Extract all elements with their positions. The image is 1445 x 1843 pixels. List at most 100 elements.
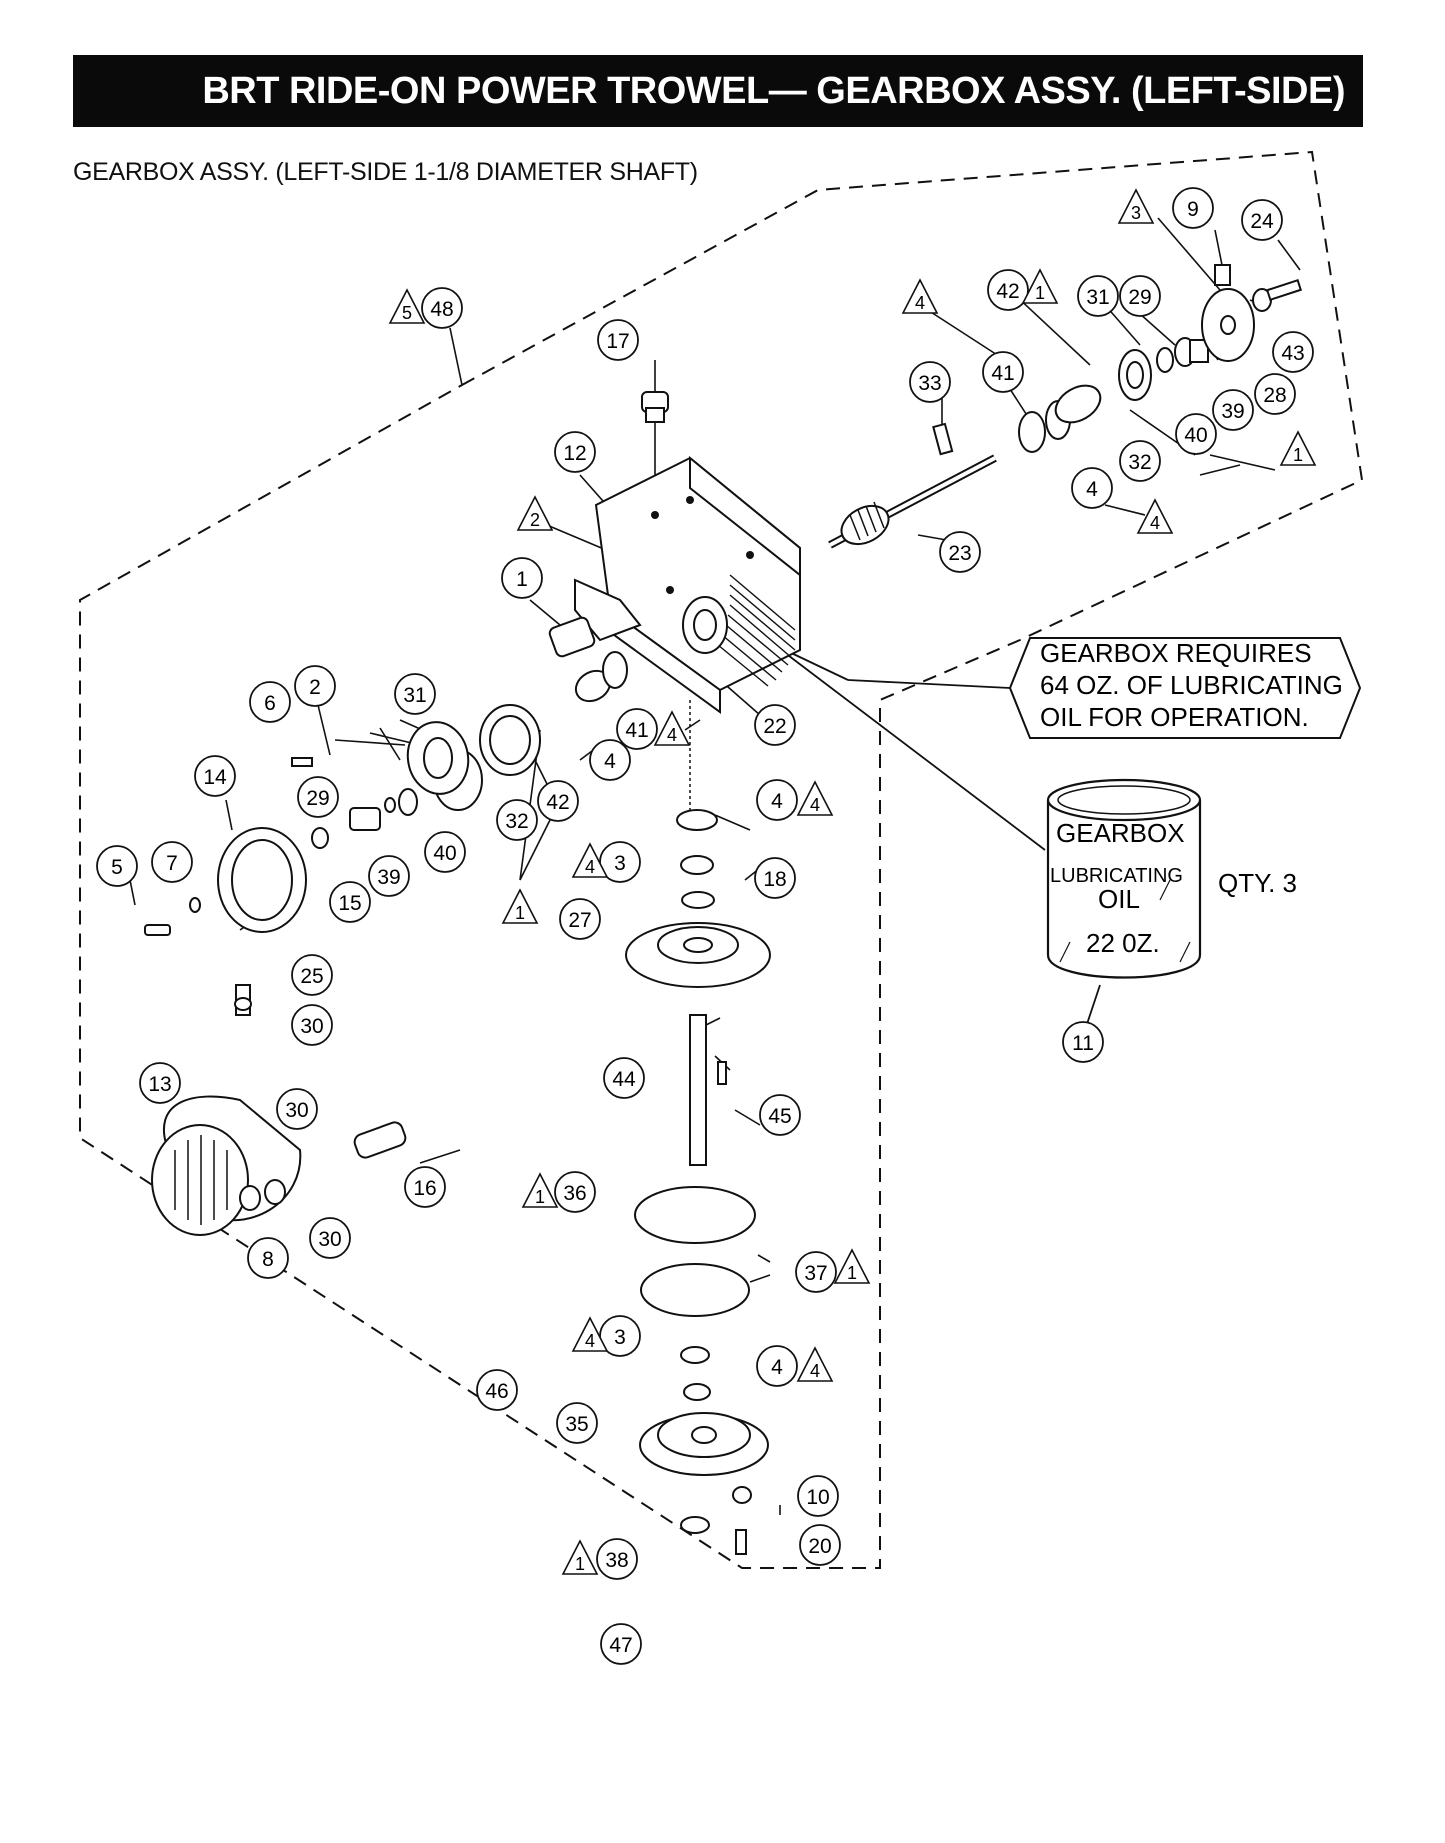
callout-number: 7 (166, 852, 178, 875)
callout-number: 17 (606, 330, 629, 353)
callout-4: 4 (589, 739, 631, 781)
callout-30: 30 (309, 1217, 351, 1259)
callout-number: 4 (771, 790, 783, 813)
callout-30: 30 (291, 1004, 333, 1046)
callout-39: 39 (1212, 389, 1254, 431)
callout-29: 29 (297, 776, 339, 818)
callout-32: 32 (496, 799, 538, 841)
callout-24: 24 (1241, 199, 1283, 241)
callout-number: 31 (403, 684, 426, 707)
note-triangle-4: 4 (571, 1316, 609, 1352)
callout-circle (1272, 331, 1314, 373)
callout-number: 3 (614, 852, 626, 875)
note-triangle-1: 1 (1279, 430, 1317, 466)
callout-number: 11 (1072, 1032, 1094, 1055)
triangle-number: 4 (667, 725, 677, 745)
callout-40: 40 (424, 831, 466, 873)
callout-circle (294, 665, 336, 707)
gearbox-housing (574, 455, 801, 714)
callout-circle (596, 1538, 638, 1580)
callout-number: 4 (604, 750, 616, 773)
callout-41: 41 (982, 351, 1024, 393)
callout-circle (799, 1524, 841, 1566)
left-side-parts (144, 651, 628, 1016)
callout-20: 20 (799, 1524, 841, 1566)
triangle-number: 4 (1150, 513, 1160, 533)
callout-circle (1062, 1021, 1104, 1063)
callout-number: 40 (1184, 424, 1207, 447)
callout-circle (394, 673, 436, 715)
callout-number: 10 (806, 1486, 829, 1509)
callout-44: 44 (603, 1057, 645, 1099)
note-line-2: 64 OZ. OF LUBRICATING (1040, 670, 1343, 700)
triangle-shape (1279, 430, 1317, 466)
callout-number: 18 (763, 868, 786, 891)
callout-48: 48 (421, 287, 463, 329)
triangle-number: 4 (810, 1361, 820, 1381)
note-triangle-1: 1 (833, 1248, 871, 1284)
callout-circle (1254, 373, 1296, 415)
callout-38: 38 (596, 1538, 638, 1580)
callout-number: 2 (309, 676, 321, 699)
triangle-number: 1 (515, 903, 525, 923)
callout-circle (554, 431, 596, 473)
callout-circle (987, 269, 1029, 311)
callout-4: 4 (756, 1345, 798, 1387)
note-triangle-1: 1 (521, 1172, 559, 1208)
callout-number: 41 (625, 719, 648, 742)
callout-18: 18 (754, 857, 796, 899)
oil-can-line1: LUBRICATING (1050, 865, 1183, 887)
callout-number: 42 (546, 791, 569, 814)
callout-number: 31 (1086, 286, 1109, 309)
callout-35: 35 (556, 1402, 598, 1444)
triangle-shape (833, 1248, 871, 1284)
callout-number: 37 (804, 1262, 827, 1285)
worm-gear-left (548, 616, 596, 658)
triangle-shape (521, 1172, 559, 1208)
callout-4: 4 (1071, 467, 1113, 509)
callout-number: 4 (1086, 478, 1098, 501)
callout-circle (404, 1166, 446, 1208)
callout-number: 15 (338, 892, 361, 915)
callout-circle (368, 855, 410, 897)
callout-number: 8 (262, 1248, 274, 1271)
triangle-number: 4 (585, 857, 595, 877)
callout-circle (589, 739, 631, 781)
callout-circle (247, 1237, 289, 1279)
callout-number: 32 (1128, 451, 1151, 474)
callout-circle (309, 1217, 351, 1259)
callout-circle (1241, 199, 1283, 241)
triangle-shape (653, 710, 691, 746)
callout-41: 41 (616, 708, 658, 750)
triangle-shape (501, 888, 539, 924)
callout-number: 3 (614, 1326, 626, 1349)
callout-42: 42 (987, 269, 1029, 311)
callout-circle (476, 1369, 518, 1411)
triangle-shape (561, 1539, 599, 1575)
oil-can-volume: 22 0Z. (1086, 928, 1160, 958)
note-triangle-1: 1 (1021, 268, 1059, 304)
triangle-shape (571, 1316, 609, 1352)
callout-number: 4 (771, 1356, 783, 1379)
callout-circle (249, 681, 291, 723)
callout-10: 10 (797, 1475, 839, 1517)
callout-circle (329, 881, 371, 923)
callout-number: 22 (763, 715, 786, 738)
callout-circle (1119, 440, 1161, 482)
callout-number: 46 (485, 1380, 508, 1403)
callout-number: 30 (285, 1099, 308, 1122)
vertical-shaft-stack (625, 700, 771, 1555)
note-triangle-1: 1 (501, 888, 539, 924)
triangle-number: 1 (535, 1187, 545, 1207)
callout-circle (1119, 275, 1161, 317)
callout-number: 39 (377, 866, 400, 889)
callout-circle (291, 954, 333, 996)
callout-6: 6 (249, 681, 291, 723)
callout-40: 40 (1175, 413, 1217, 455)
callout-4: 4 (756, 779, 798, 821)
note-triangle-5: 5 (388, 288, 426, 324)
callout-11: 11 (1062, 1021, 1104, 1063)
triangle-shape (1021, 268, 1059, 304)
